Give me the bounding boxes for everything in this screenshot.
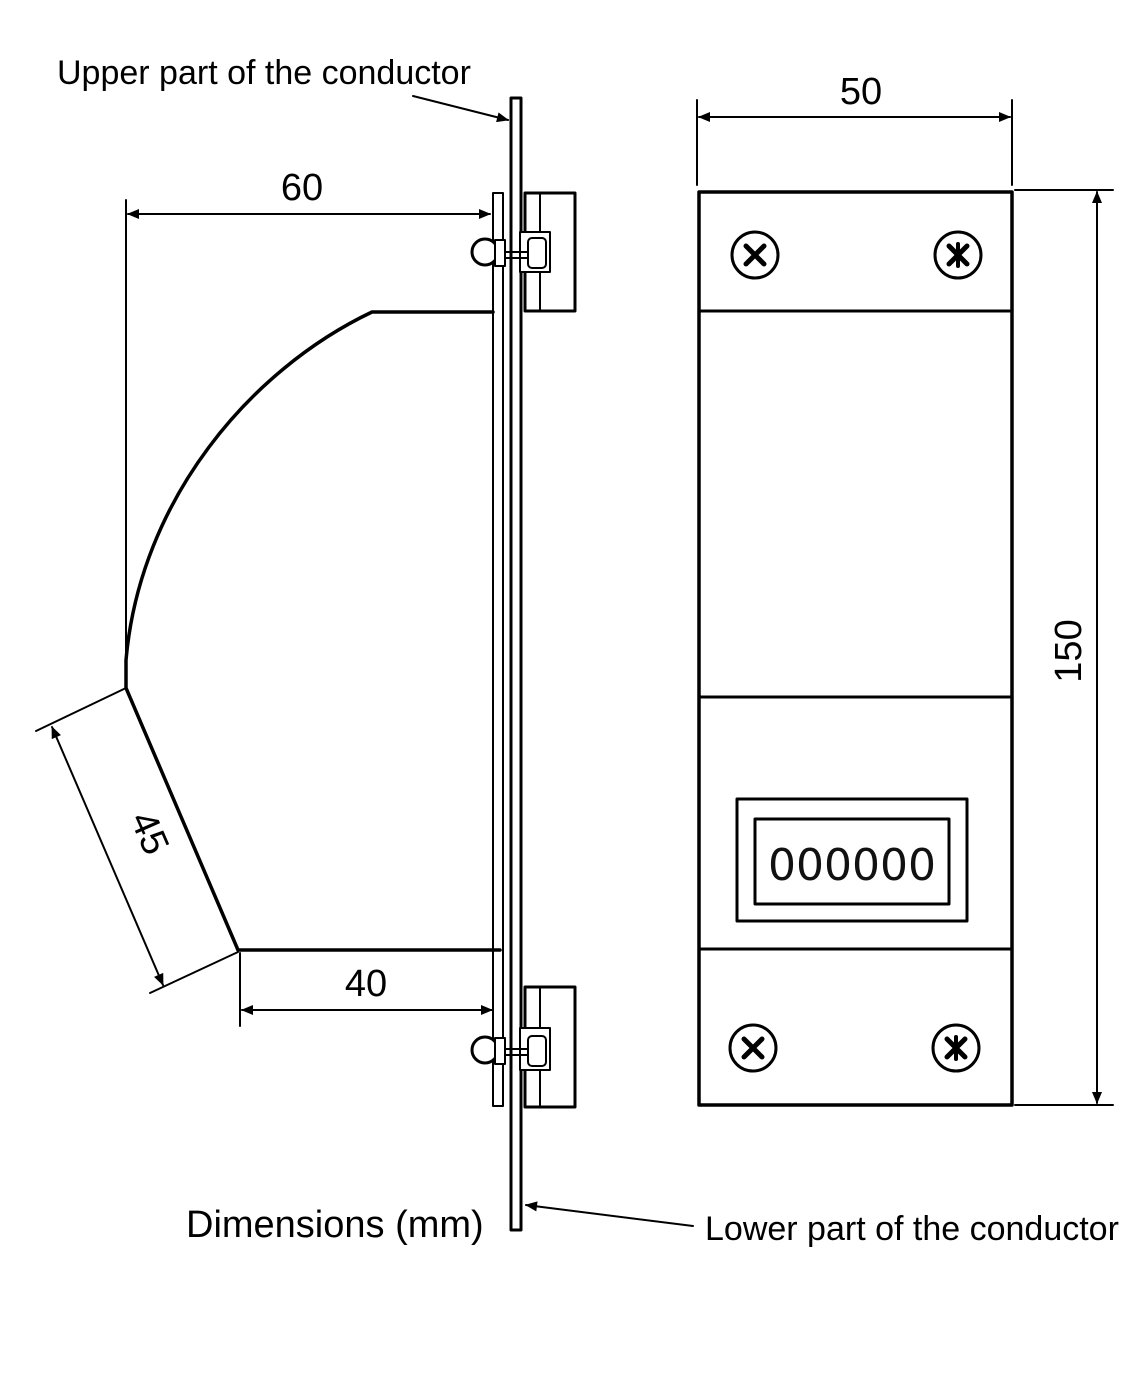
dimension-45: 45 bbox=[35, 687, 239, 994]
dimension-150: 150 bbox=[1014, 189, 1114, 1106]
screw-bottom-left-icon bbox=[728, 1023, 778, 1073]
dimension-150-label: 150 bbox=[1048, 619, 1090, 682]
counter-display: 000000 bbox=[768, 840, 936, 891]
upper-conductor-callout: Upper part of the conductor bbox=[57, 54, 509, 123]
housing-profile bbox=[124, 310, 502, 952]
dimension-50-label: 50 bbox=[840, 71, 882, 113]
screw-top-left-icon bbox=[730, 230, 780, 280]
lower-conductor-callout: Lower part of the conductor bbox=[525, 1201, 1119, 1248]
dimension-40-label: 40 bbox=[345, 963, 387, 1005]
lower-conductor-label: Lower part of the conductor bbox=[705, 1210, 1119, 1248]
top-bolt-icon bbox=[470, 237, 547, 269]
dimension-60-label: 60 bbox=[281, 167, 323, 209]
upper-conductor-label: Upper part of the conductor bbox=[57, 54, 471, 92]
side-view: 60 45 40 Upper part of the conductor Low… bbox=[35, 54, 1119, 1248]
front-view: 000000 50 150 bbox=[696, 71, 1114, 1107]
mounting-plate bbox=[492, 192, 504, 1107]
conductor-strip bbox=[509, 96, 523, 1232]
screw-bottom-right-icon bbox=[931, 1023, 981, 1073]
dimension-60: 60 bbox=[125, 167, 491, 661]
units-label: Dimensions (mm) bbox=[186, 1204, 484, 1246]
counter-window: 000000 bbox=[735, 797, 969, 923]
dimension-45-label: 45 bbox=[121, 805, 176, 861]
bottom-bolt-icon bbox=[470, 1035, 547, 1067]
dimension-40: 40 bbox=[239, 952, 493, 1027]
dimension-50: 50 bbox=[696, 71, 1013, 186]
front-housing bbox=[697, 190, 1014, 1107]
screw-top-right-icon bbox=[933, 230, 983, 280]
